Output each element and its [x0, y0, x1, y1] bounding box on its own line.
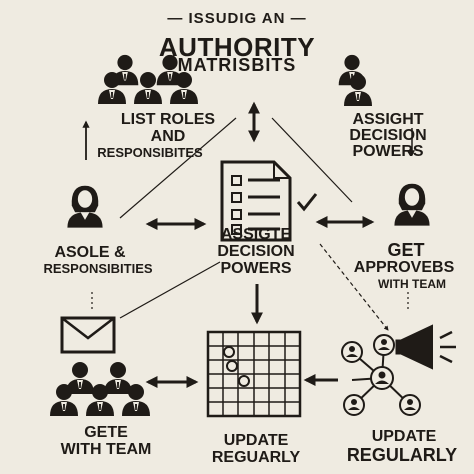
- top-left-label-1: LIST ROLES: [120, 111, 216, 128]
- center-label-1: ASSIGTE: [220, 226, 292, 243]
- bottom-right-label-2: REGULARLY: [346, 445, 458, 465]
- top-left-label-2: AND: [150, 128, 186, 145]
- title-dash-right: —: [285, 10, 307, 27]
- line-center-lower-left: [119, 261, 221, 319]
- arrow-center-lower-right: [319, 243, 389, 331]
- center-label-3: POWERS: [220, 260, 292, 277]
- grid-matrix-icon: [206, 330, 302, 418]
- bottom-center-label-1: UPDATE: [223, 432, 289, 449]
- bottom-left-label-1: GETE: [84, 424, 128, 441]
- document-checklist-icon: [220, 160, 292, 242]
- top-right-label-2: DECISION: [349, 127, 427, 144]
- center-label-2: DECISION: [217, 243, 295, 260]
- connectors: [82, 101, 415, 388]
- network-people-icon: [341, 334, 421, 416]
- line-top-left: [119, 117, 237, 219]
- mid-left-label-1: ASOLE &: [54, 244, 126, 261]
- mid-right-label-3: WITH TEAM: [378, 277, 446, 291]
- bottom-center-label-2: REGUARLY: [211, 449, 301, 466]
- mid-left-label-2: RESPONSIBITIES: [43, 261, 153, 276]
- envelope-icon: [60, 316, 116, 354]
- bottom-right-label-1: UPDATE: [371, 428, 437, 445]
- title-line-1-text: ISSUDIG AN: [188, 10, 286, 27]
- top-left-label-3: RESPONSIBITES: [97, 145, 203, 160]
- title-line-1: — ISSUDIG AN —: [0, 10, 474, 28]
- checkmark-icon: [296, 193, 318, 212]
- group-people-icon: [50, 362, 150, 416]
- top-right-label-3: POWERS: [352, 143, 424, 160]
- top-right-label-1: ASSIGHT: [352, 111, 424, 128]
- mid-right-label-2: APPROVEBS: [353, 259, 455, 276]
- mid-right-label-1: GET: [387, 240, 425, 260]
- bottom-left-label-2: WITH TEAM: [60, 441, 152, 458]
- line-top-right: [271, 117, 353, 203]
- title-line-2: AUTHORITY: [158, 32, 316, 62]
- title-line-3: MATRISBITS: [177, 55, 297, 75]
- woman-icon: [67, 185, 103, 228]
- woman-icon: [394, 183, 430, 226]
- title-dash-left: —: [167, 10, 189, 27]
- megaphone-icon: [395, 324, 456, 370]
